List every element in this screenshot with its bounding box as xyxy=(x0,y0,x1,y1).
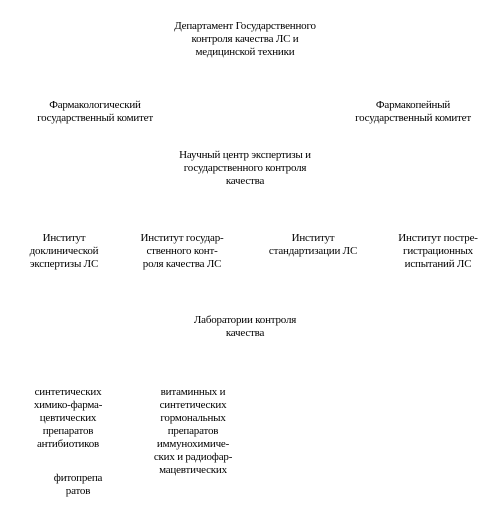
department-node: Департамент Государственного контроля ка… xyxy=(174,20,316,58)
lab-synthetic-node: синтетических химико-фарма- цевтических … xyxy=(33,386,103,450)
institute-standardization-node: Институт стандартизации ЛС xyxy=(268,232,358,257)
pharmacology-committee-node: Фармакологический государственный комите… xyxy=(37,99,153,124)
laboratories-node: Лаборатории контроля качества xyxy=(193,314,297,339)
lab-phyto-node: фитопрепа ратов xyxy=(53,472,103,497)
pharmacopeia-committee-node: Фармакопейный государственный комитет xyxy=(355,99,471,124)
institute-state-control-node: Институт государ- ственного конт- роля к… xyxy=(140,232,224,270)
science-center-node: Научный центр экспертизы и государственн… xyxy=(179,149,311,187)
lab-vitamins-node: витаминных и синтетических гормональных … xyxy=(153,386,233,476)
institute-preclinical-node: Институт доклинической экспертизы ЛС xyxy=(29,232,99,270)
institute-postregistration-node: Институт постре- гистрационных испытаний… xyxy=(398,232,478,270)
